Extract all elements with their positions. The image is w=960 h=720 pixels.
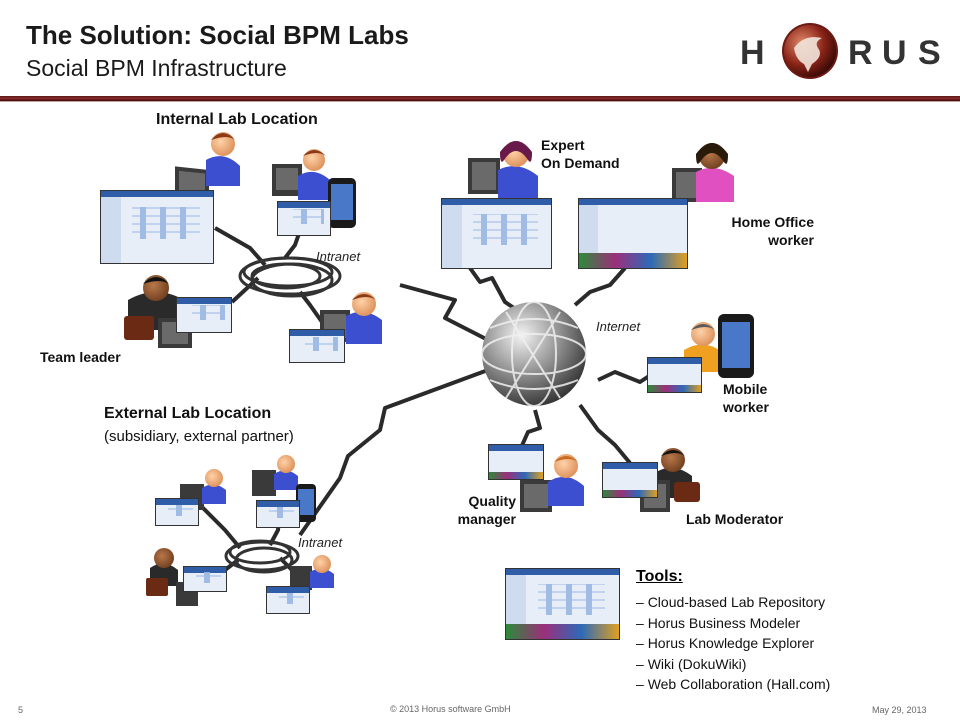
- screenshot-external-3: [183, 566, 227, 592]
- header-rule-highlight: [0, 101, 960, 102]
- label-mobile-line1: Mobile: [723, 381, 768, 397]
- screenshot-lab-moderator: [602, 462, 658, 498]
- cable-internal-globe: [399, 283, 489, 342]
- horus-logo: H R U S: [740, 23, 941, 79]
- screenshot-home-office: [578, 198, 688, 269]
- label-team-leader: Team leader: [40, 349, 121, 365]
- screenshot-external-4: [266, 586, 310, 614]
- label-mobile: Mobile worker: [723, 380, 769, 416]
- screenshot-external-1: [155, 498, 199, 526]
- screenshot-tools: [505, 568, 620, 640]
- screenshot-internal-4: [289, 329, 345, 363]
- tools-item: Web Collaboration (Hall.com): [636, 674, 831, 695]
- person-external-4: [290, 555, 334, 590]
- label-external-lab-sub: (subsidiary, external partner): [104, 428, 294, 445]
- tools-item: Horus Business Modeler: [636, 613, 830, 634]
- label-mobile-line2: worker: [723, 399, 769, 415]
- intranet-coil-bottom: [224, 539, 300, 574]
- person-quality: [520, 454, 584, 512]
- svg-text:U: U: [882, 34, 907, 72]
- screenshot-internal-2: [277, 201, 331, 236]
- person-external-3: [146, 548, 198, 606]
- label-expert-line1: Expert: [541, 137, 585, 153]
- svg-text:R: R: [848, 34, 873, 72]
- label-internet: Internet: [596, 319, 641, 334]
- tools-list: Cloud-based Lab Repository Horus Busines…: [636, 592, 831, 695]
- cable-home-globe: [573, 266, 627, 307]
- label-quality-line1: Quality: [468, 493, 516, 509]
- screenshot-external-2: [256, 500, 300, 528]
- intranet-coil-top: [238, 256, 342, 298]
- slide-title: The Solution: Social BPM Labs: [26, 20, 409, 50]
- tools-item: Cloud-based Lab Repository: [636, 592, 830, 613]
- cable-quality-globe: [518, 409, 542, 451]
- label-home-office-line1: Home Office: [731, 214, 814, 230]
- label-home-office-line2: worker: [768, 232, 814, 248]
- header-rule: [0, 96, 960, 101]
- person-expert: [468, 141, 538, 198]
- label-internal-lab: Internal Lab Location: [156, 111, 318, 128]
- person-internal-2: [272, 149, 330, 200]
- slide-subtitle: Social BPM Infrastructure: [26, 55, 287, 81]
- footer-date: May 29, 2013: [872, 705, 927, 715]
- network-cables: [198, 221, 657, 582]
- label-expert: Expert On Demand: [541, 136, 620, 172]
- tools-item: Wiki (DokuWiki): [636, 654, 830, 675]
- person-home-office: [672, 143, 734, 202]
- cable-external-globe: [298, 368, 489, 537]
- screenshot-quality: [488, 444, 544, 480]
- footer-copyright: © 2013 Horus software GmbH: [390, 704, 511, 714]
- label-intranet-bottom: Intranet: [298, 535, 343, 550]
- cable-ext-1: [198, 503, 242, 550]
- label-quality-line2: manager: [457, 511, 516, 527]
- screenshot-internal-main: [100, 190, 214, 264]
- cable-int-1: [214, 226, 267, 267]
- svg-text:S: S: [918, 34, 941, 72]
- screenshot-mobile: [647, 357, 702, 393]
- label-external-lab: External Lab Location: [104, 405, 272, 422]
- page-number: 5: [18, 705, 24, 715]
- label-quality: Quality manager: [430, 492, 516, 528]
- label-expert-line2: On Demand: [541, 155, 620, 171]
- person-external-2: [252, 455, 316, 522]
- label-home-office: Home Office worker: [700, 213, 814, 249]
- label-lab-moderator: Lab Moderator: [686, 511, 784, 527]
- cable-moderator-globe: [578, 403, 632, 465]
- tools-title: Tools:: [636, 568, 683, 585]
- screenshot-expert: [441, 198, 552, 269]
- svg-text:H: H: [740, 34, 765, 72]
- label-intranet-top: Intranet: [316, 249, 361, 264]
- cable-expert-globe: [468, 266, 522, 314]
- tools-item: Horus Knowledge Explorer: [636, 633, 830, 654]
- phone-internal: [328, 178, 356, 228]
- screenshot-team-leader: [176, 297, 232, 333]
- internet-globe: [481, 301, 587, 407]
